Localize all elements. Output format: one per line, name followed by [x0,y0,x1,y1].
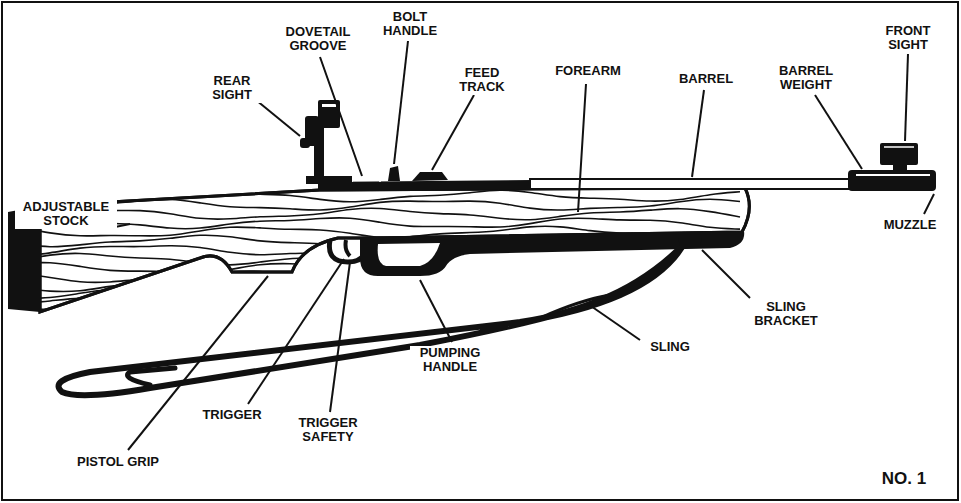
leader-lines [110,41,934,450]
part-label: REAR SIGHT [203,74,261,103]
part-label: BARREL [678,72,734,86]
bolt-handle [388,166,400,181]
part-label: BARREL WEIGHT [769,64,843,93]
part-label: TRIGGER [201,408,262,422]
barrel [530,179,852,189]
part-label: ADJUSTABLE STOCK [15,200,117,229]
feed-track [412,172,448,181]
front-sight [880,143,918,165]
stock-outline [40,188,749,312]
grain-line [20,208,740,219]
pumping-handle [360,231,744,276]
part-label: BOLT HANDLE [376,10,444,39]
grain-line [20,217,740,229]
part-label: SLING [649,340,691,354]
trigger [346,240,351,256]
part-label: FEED TRACK [452,66,512,95]
figure-number: NO. 1 [881,470,927,489]
wood-grain [20,190,740,319]
part-label: SLING BRACKET [747,300,825,329]
barrel-weight [848,170,936,191]
grain-line [20,307,740,319]
sling-bracket [678,238,702,246]
part-label: DOVETAIL GROOVE [274,25,362,54]
dovetail-groove [352,176,380,182]
part-label: PUMPING HANDLE [410,346,490,375]
part-label: PISTOL GRIP [76,455,160,469]
grain-line [20,298,740,309]
part-label: FRONT SIGHT [879,24,937,53]
rear-sight [300,100,352,184]
part-label: TRIGGER SAFETY [291,416,365,445]
grain-line [20,289,740,300]
part-label: FOREARM [554,64,622,78]
part-label: MUZZLE [883,218,938,232]
